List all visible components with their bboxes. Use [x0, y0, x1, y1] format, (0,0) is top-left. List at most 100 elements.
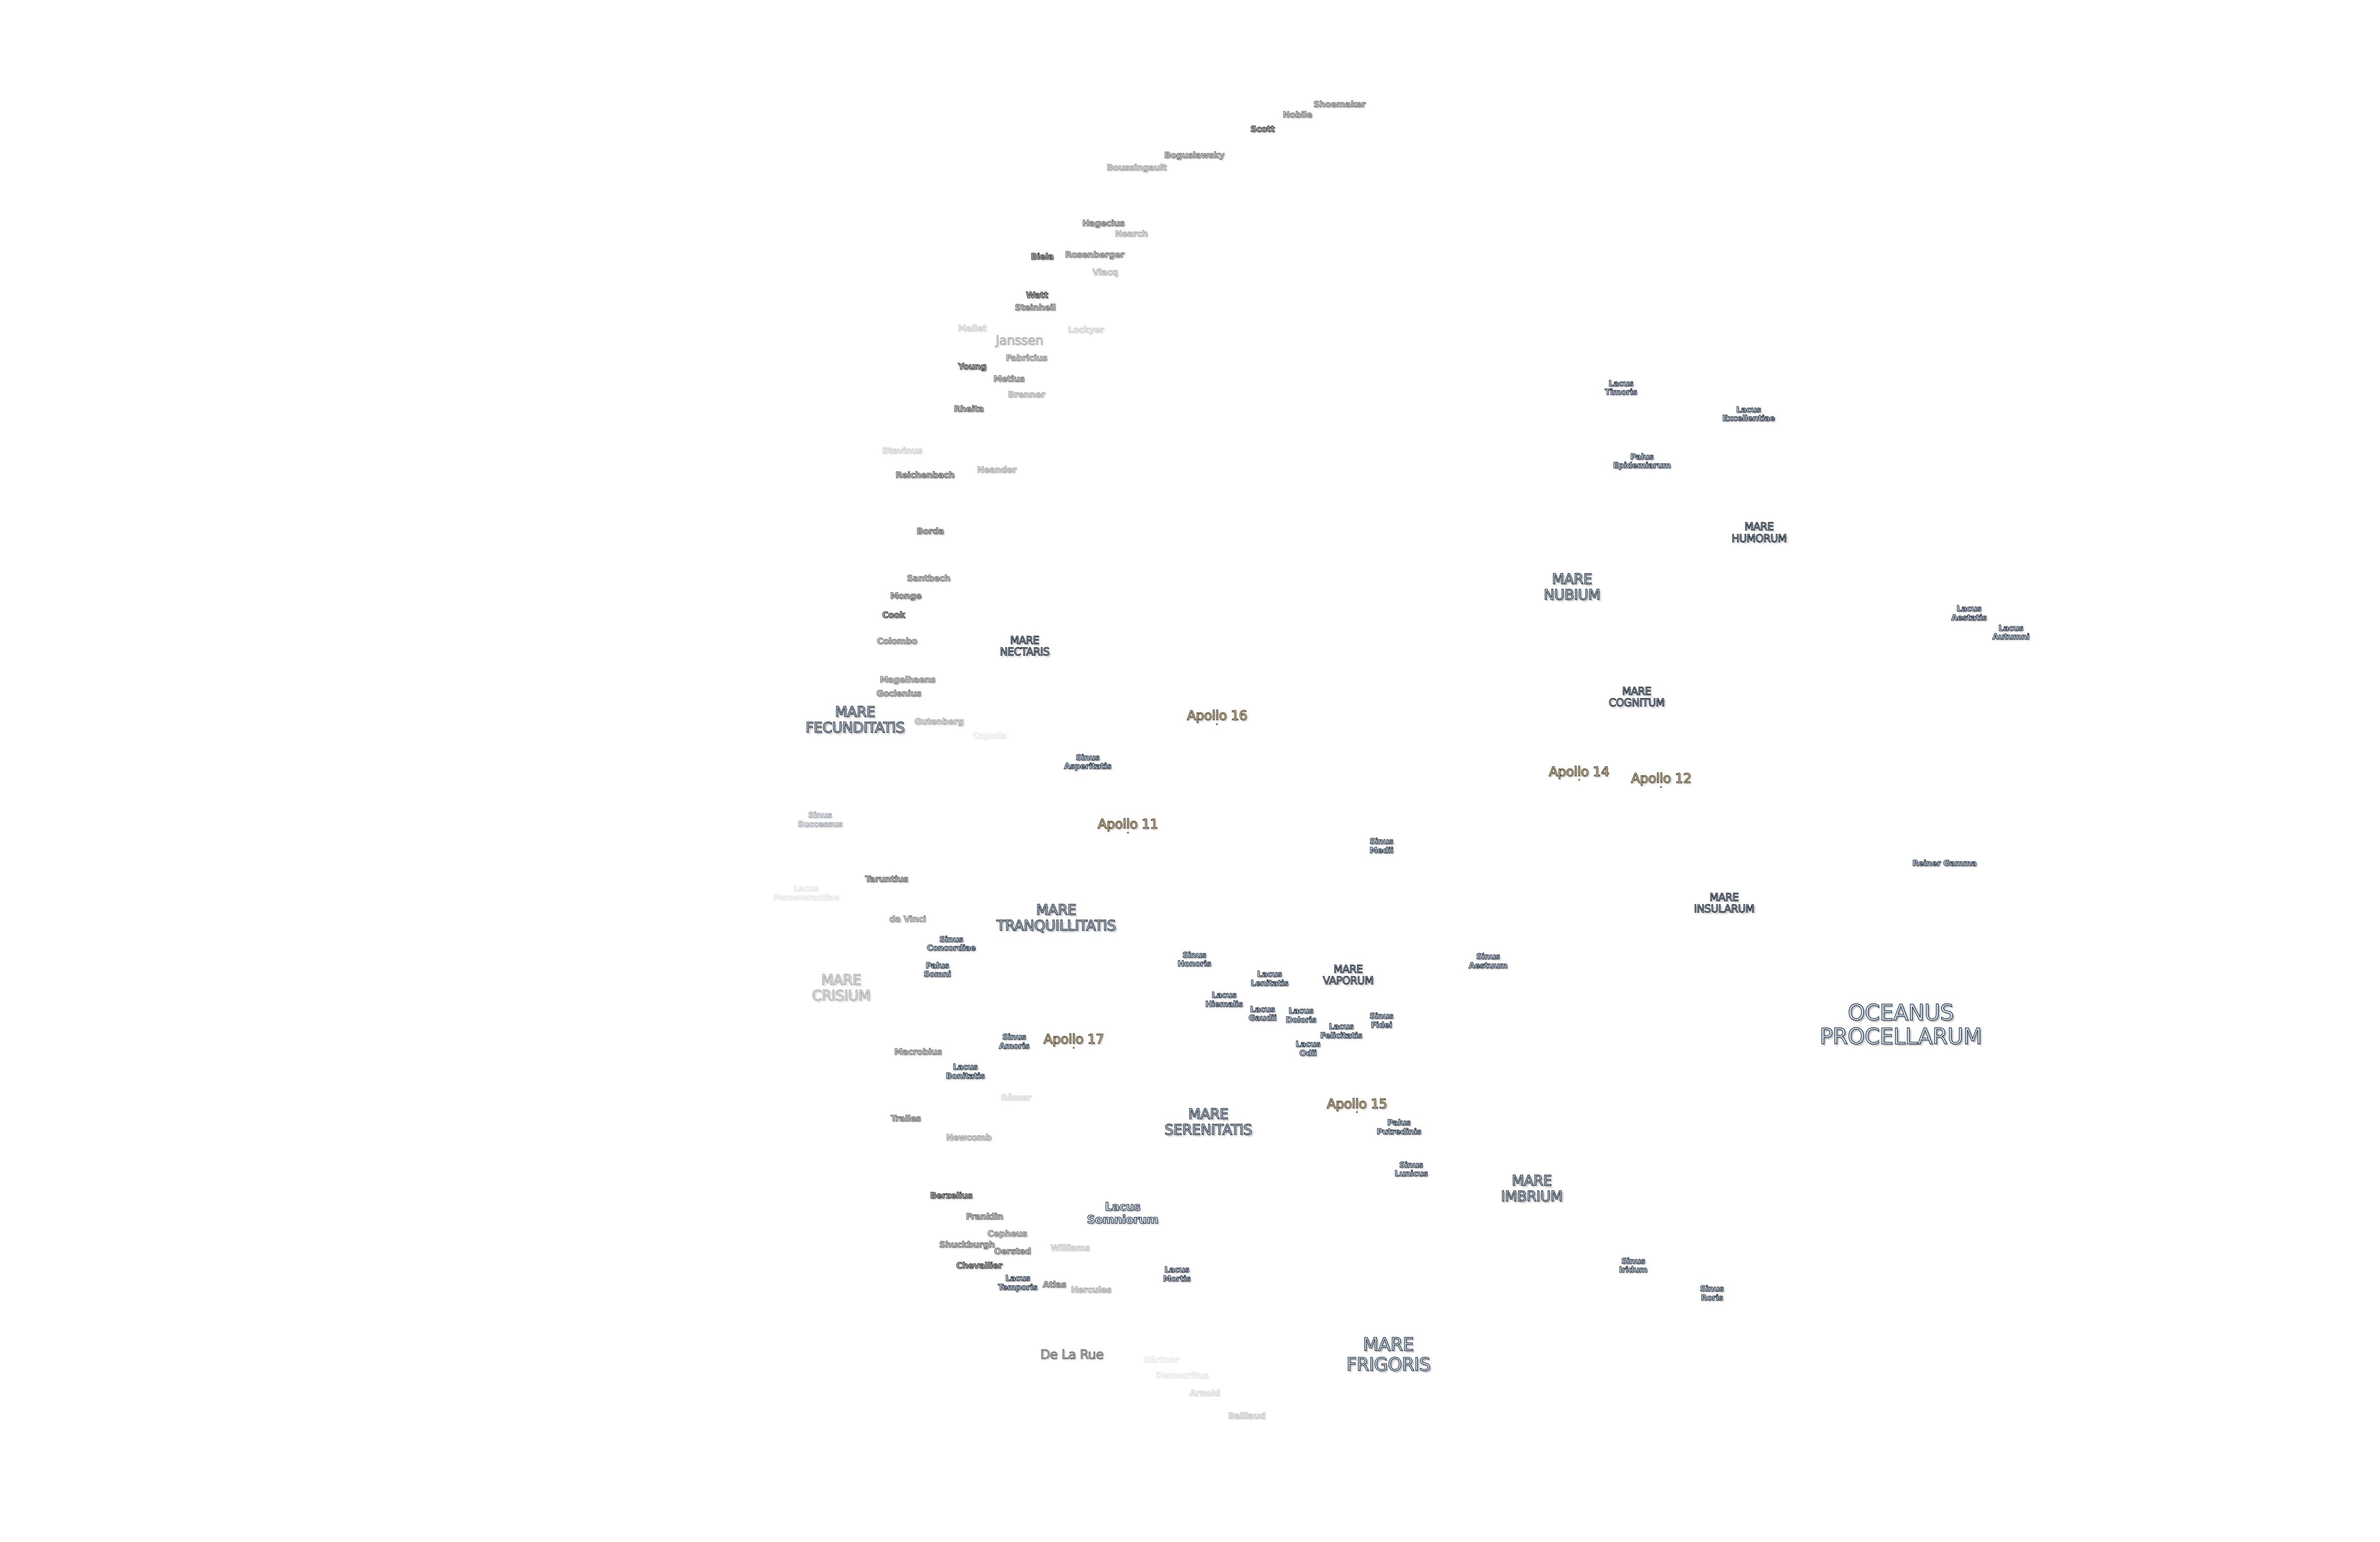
palus-epidemiarum-label: Palus Epidemiarum [1613, 452, 1671, 471]
apollo-site-name: Apollo 15 [1327, 1096, 1388, 1112]
nobile-label: Nobile [1282, 110, 1313, 120]
chevallier-label: Chevallier [956, 1260, 1002, 1271]
macrobius-label: Macrobius [894, 1047, 942, 1058]
landing-site-marker-icon [1660, 786, 1662, 788]
palus-putredinis-label: Palus Putredinis [1376, 1118, 1421, 1137]
sinus-lunicus-label: Sinus Lunicus [1394, 1160, 1428, 1179]
sinus-successus-label: Sinus Successus [797, 811, 843, 829]
colombo-label: Colombo [877, 636, 918, 647]
sinus-iridum-label: Sinus Iridum [1619, 1256, 1648, 1275]
newcomb-label: Newcomb [946, 1133, 992, 1143]
steinheil-label: Steinheil [1014, 302, 1056, 313]
lacus-perseverantiae-label: Lacus Perseverantiae [773, 884, 840, 903]
lacus-excellentiae-label: Lacus Excellentiae [1722, 405, 1775, 424]
sinus-medii-label: Sinus Medii [1369, 837, 1394, 855]
boguslawsky-label: Boguslawsky [1164, 150, 1225, 161]
apollo-14-label: Apollo 14 [1548, 764, 1610, 781]
apollo-17-label: Apollo 17 [1043, 1031, 1104, 1049]
mare-nectaris-label: MARE NECTARIS [1000, 634, 1050, 659]
lacus-doloris-label: Lacus Doloris [1285, 1006, 1317, 1025]
lacus-lenitatis-label: Lacus Lenitatis [1250, 969, 1289, 988]
apollo-site-name: Apollo 12 [1631, 770, 1692, 786]
reichenbach-label: Reichenbach [895, 470, 955, 481]
williams-label: Williams [1050, 1243, 1090, 1253]
sinus-roris-label: Sinus Roris [1700, 1284, 1725, 1303]
lacus-autumni-label: Lacus Autumni [1992, 623, 2030, 642]
landing-site-marker-icon [1356, 1111, 1358, 1114]
sinus-concordiae-label: Sinus Concordiae [927, 934, 976, 953]
baillaud-label: Baillaud [1228, 1411, 1266, 1421]
mare-crisium-label: MARE CRISIUM [812, 971, 871, 1004]
lacus-hiemalis-label: Lacus Hiemalis [1205, 990, 1243, 1009]
borda-label: Borda [916, 526, 944, 536]
franklin-label: Franklin [966, 1211, 1004, 1222]
nearch-label: Nearch [1115, 229, 1148, 239]
arnold-label: Arnold [1189, 1388, 1220, 1398]
lacus-odii-label: Lacus Odii [1295, 1039, 1321, 1058]
lacus-temporis-label: Lacus Temporis [998, 1274, 1038, 1293]
atlas-label: Atlas [1042, 1280, 1067, 1290]
oceanus-procellarum-label: OCEANUS PROCELLARUM [1819, 999, 1983, 1049]
r-mer-label: Römer [1001, 1093, 1031, 1103]
goclenius-label: Goclenius [876, 689, 922, 699]
apollo-15-label: Apollo 15 [1327, 1096, 1388, 1114]
apollo-12-label: Apollo 12 [1631, 770, 1692, 788]
apollo-site-name: Apollo 11 [1097, 816, 1158, 832]
lacus-bonitatis-label: Lacus Bonitatis [945, 1062, 985, 1081]
landing-site-marker-icon [1578, 779, 1580, 781]
cepheus-label: Cepheus [987, 1229, 1028, 1239]
boussingault-label: Boussingault [1106, 162, 1167, 173]
apollo-16-label: Apollo 16 [1187, 707, 1248, 725]
hercules-label: Hercules [1071, 1285, 1111, 1295]
lacus-mortis-label: Lacus Mortis [1163, 1265, 1191, 1284]
magelhaens-label: Magelhaens [879, 675, 936, 685]
monge-label: Monge [890, 591, 922, 601]
lacus-aestatis-label: Lacus Aestatis [1951, 604, 1987, 623]
cook-label: Cook [882, 610, 906, 621]
neander-label: Neander [977, 465, 1017, 475]
fabricius-label: Fabricius [1005, 353, 1048, 364]
stevinus-label: Stevinus [882, 445, 923, 456]
sinus-aestuum-label: Sinus Aestuum [1468, 952, 1508, 971]
de-la-rue-label: De La Rue [1040, 1347, 1104, 1363]
watt-label: Watt [1025, 290, 1048, 300]
metius-label: Metius [993, 374, 1025, 385]
lockyer-label: Lockyer [1068, 325, 1104, 336]
santbech-label: Santbech [906, 573, 951, 584]
mare-vaporum-label: MARE VAPORUM [1322, 963, 1374, 987]
apollo-site-name: Apollo 17 [1043, 1031, 1104, 1047]
mare-fecunditatis-label: MARE FECUNDITATIS [805, 704, 905, 737]
democritus-label: Democritus [1155, 1371, 1209, 1381]
mare-frigoris-label: MARE FRIGORIS [1346, 1334, 1431, 1375]
landing-site-marker-icon [1216, 723, 1218, 725]
lacus-gaudii-label: Lacus Gaudii [1248, 1004, 1277, 1023]
mare-tranquillitatis-label: MARE TRANQUILLITATIS [996, 901, 1116, 934]
mare-insularum-label: MARE INSULARUM [1694, 891, 1755, 916]
sinus-asperitatis-label: Sinus Asperitatis [1064, 752, 1112, 771]
vlacq-label: Vlacq [1092, 267, 1118, 278]
brenner-label: Brenner [1008, 390, 1046, 400]
da-vinci-label: da Vinci [889, 914, 926, 925]
taruntius-label: Taruntius [865, 874, 909, 884]
apollo-11-label: Apollo 11 [1097, 816, 1159, 834]
hagecius-label: Hagecius [1082, 218, 1125, 229]
landing-site-marker-icon [1072, 1047, 1075, 1049]
capella-label: Capella [972, 731, 1007, 741]
rosenberger-label: Rosenberger [1065, 250, 1125, 260]
apollo-site-name: Apollo 16 [1187, 707, 1248, 723]
mare-cognitum-label: MARE COGNITUM [1608, 685, 1665, 709]
reiner-gamma-label: Reiner Gamma [1912, 859, 1977, 869]
palus-somni-label: Palus Somni [923, 961, 952, 979]
mare-nubium-label: MARE NUBIUM [1543, 571, 1601, 604]
biela-label: Biela [1031, 252, 1054, 262]
sinus-amoris-label: Sinus Amoris [999, 1032, 1030, 1051]
lacus-felicitatis-label: Lacus Felicitatis [1320, 1022, 1363, 1041]
shuckburgh-label: Shuckburgh [939, 1239, 995, 1250]
lacus-timoris-label: Lacus Timoris [1605, 378, 1637, 397]
mare-serenitatis-label: MARE SERENITATIS [1164, 1106, 1253, 1139]
sinus-fidei-label: Sinus Fidei [1369, 1011, 1394, 1030]
scott-label: Scott [1250, 124, 1275, 134]
mare-humorum-label: MARE HUMORUM [1731, 521, 1787, 545]
rheita-label: Rheita [953, 404, 984, 414]
tralles-label: Tralles [891, 1114, 922, 1124]
